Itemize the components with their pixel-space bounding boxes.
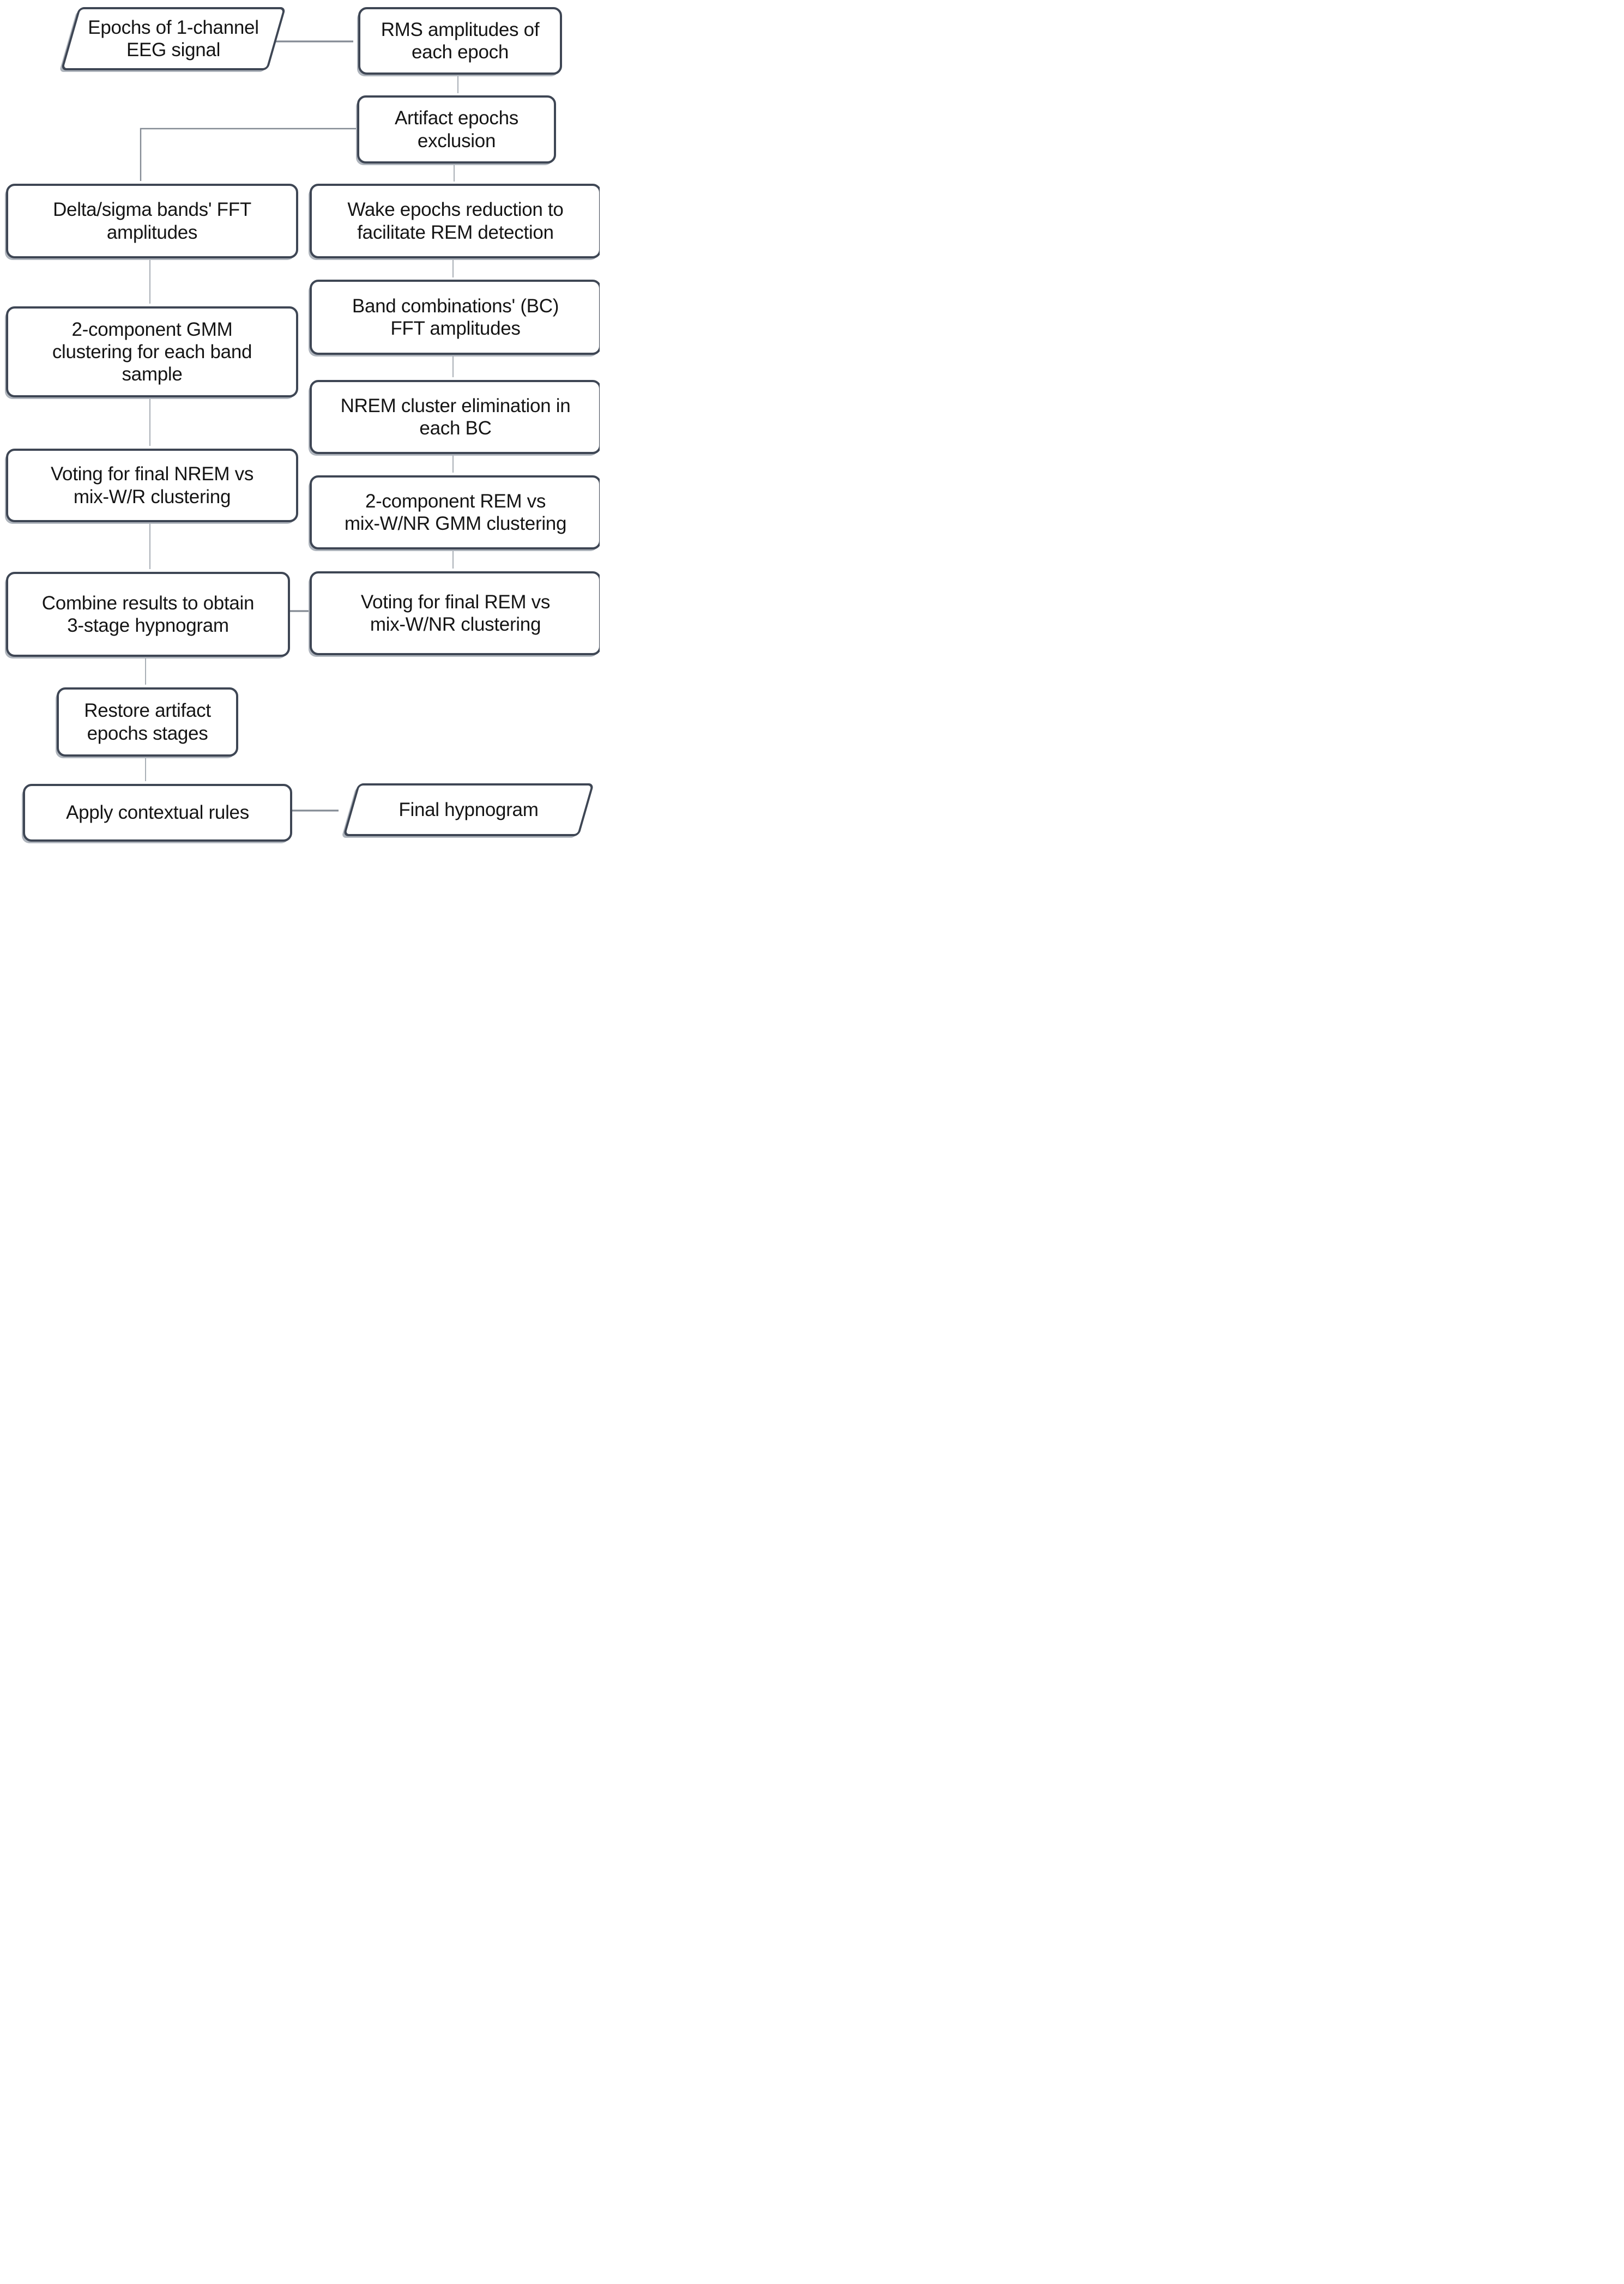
node-label: Voting for final REM vs mix-W/NR cluster… [360, 591, 551, 635]
node-label: NREM cluster elimination in each BC [340, 395, 571, 439]
node-label: 2-component REM vs mix-W/NR GMM clusteri… [344, 490, 567, 534]
node-voting-nrem: Voting for final NREM vs mix-W/R cluster… [6, 449, 298, 522]
node-label: Restore artifact epochs stages [84, 700, 211, 744]
node-label: Band combinations' (BC) FFT amplitudes [352, 295, 559, 339]
node-band-combinations: Band combinations' (BC) FFT amplitudes [310, 280, 600, 355]
node-delta-sigma-fft: Delta/sigma bands' FFT amplitudes [6, 184, 298, 258]
node-rms-amplitudes: RMS amplitudes of each epoch [358, 7, 562, 75]
node-label: Combine results to obtain 3-stage hypnog… [41, 592, 255, 636]
node-final-hypnogram: Final hypnogram [340, 783, 597, 836]
edge-artifact-to-delta [140, 128, 357, 181]
node-combine-results: Combine results to obtain 3-stage hypnog… [6, 572, 290, 657]
node-wake-reduction: Wake epochs reduction to facilitate REM … [310, 184, 600, 258]
node-label: Artifact epochs exclusion [395, 107, 518, 152]
node-label: 2-component GMM clustering for each band… [52, 318, 252, 385]
node-label: Voting for final NREM vs mix-W/R cluster… [50, 463, 254, 507]
node-gmm-clustering: 2-component GMM clustering for each band… [6, 306, 298, 397]
node-label: Final hypnogram [399, 799, 539, 820]
node-label: Wake epochs reduction to facilitate REM … [347, 199, 564, 243]
node-label: Delta/sigma bands' FFT amplitudes [53, 199, 251, 243]
node-label: RMS amplitudes of each epoch [381, 19, 540, 63]
node-label: Epochs of 1-channel EEG signal [88, 16, 259, 61]
node-rem-gmm-clustering: 2-component REM vs mix-W/NR GMM clusteri… [310, 475, 600, 549]
node-apply-rules: Apply contextual rules [23, 784, 292, 842]
node-restore-artifact: Restore artifact epochs stages [57, 687, 238, 757]
node-artifact-exclusion: Artifact epochs exclusion [357, 95, 556, 164]
node-nrem-elimination: NREM cluster elimination in each BC [310, 380, 600, 454]
node-label: Apply contextual rules [66, 802, 249, 824]
node-epochs-input: Epochs of 1-channel EEG signal [59, 7, 287, 70]
node-voting-rem: Voting for final REM vs mix-W/NR cluster… [310, 571, 600, 655]
flowchart-canvas: Epochs of 1-channel EEG signal RMS ampli… [0, 0, 600, 843]
